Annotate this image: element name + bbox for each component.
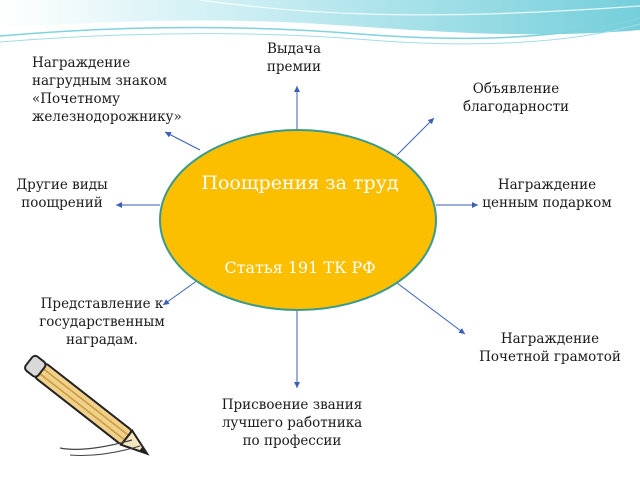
node-state-awards: Представление к государственным наградам…	[39, 296, 165, 348]
node-best-worker: Присвоение звания лучшего работника по п…	[221, 397, 363, 449]
pencil-icon	[22, 354, 152, 462]
arrows	[116, 86, 478, 388]
header-wave	[0, 0, 640, 45]
node-gratitude: Объявление благодарности	[462, 81, 570, 115]
node-certificate: Награждение Почетной грамотой	[479, 331, 621, 365]
center-ellipse	[159, 129, 437, 311]
arrow-certificate	[396, 282, 466, 335]
center-subtitle: Статья 191 ТК РФ	[224, 258, 376, 277]
node-other: Другие виды поощрений	[16, 177, 108, 211]
arrow-badge	[164, 131, 201, 151]
node-gift: Награждение ценным подарком	[482, 177, 612, 211]
center-title: Поощрения за труд	[201, 172, 399, 194]
arrow-gratitude	[396, 117, 435, 156]
node-bonus: Выдача премии	[266, 41, 322, 75]
node-badge: Награждение нагрудным знаком «Почетному …	[32, 55, 182, 125]
arrow-state-awards	[162, 279, 199, 306]
